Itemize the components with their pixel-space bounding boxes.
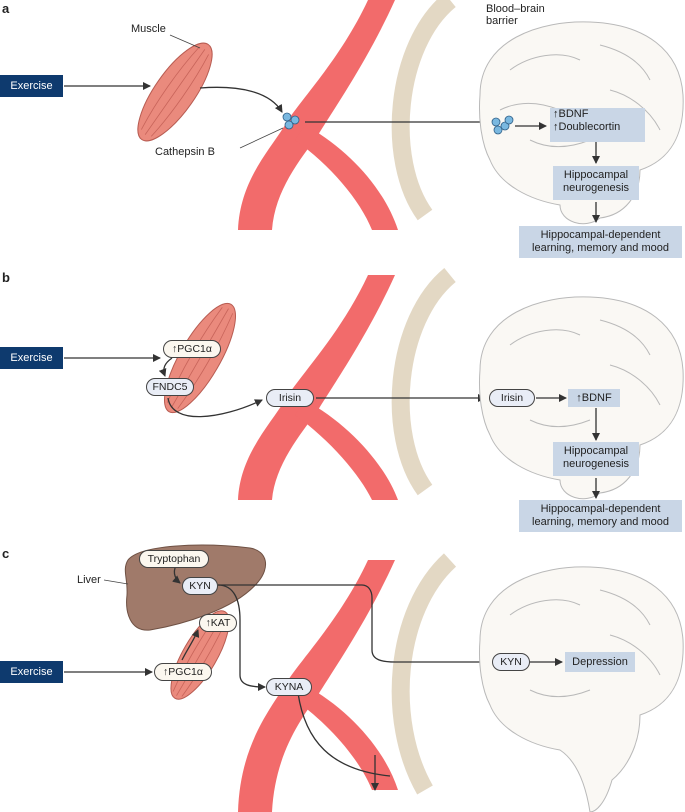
blood-vessel-a — [238, 0, 395, 230]
panel-label-c: c — [2, 546, 10, 561]
kyna-pill: KYNA — [266, 678, 312, 696]
blood-brain-barrier-c — [391, 553, 457, 795]
cathepsin-label: Cathepsin B — [155, 146, 215, 158]
brain-c — [479, 566, 684, 812]
kyn-pill-liver: KYN — [182, 577, 218, 595]
neurogenesis-line-1: Hippocampal — [563, 445, 629, 457]
outcome-line-2: learning, memory and mood — [532, 516, 669, 528]
blood-vessel-c — [238, 560, 395, 812]
blood-vessel-branch-c — [295, 685, 398, 790]
blood-brain-barrier-a — [391, 0, 457, 221]
outcome-box-b: Hippocampal-dependent learning, memory a… — [519, 500, 682, 532]
blood-brain-barrier-b — [391, 268, 457, 496]
irisin-pill-blood: Irisin — [266, 389, 314, 407]
outcome-line-1: Hippocampal-dependent — [540, 229, 661, 241]
panel-label-a: a — [2, 1, 10, 16]
pgc1a-pill-b: ↑PGC1α — [163, 340, 221, 358]
exercise-label-a: Exercise — [0, 75, 63, 97]
pgc1a-pill-c: ↑PGC1α — [154, 663, 212, 681]
bdnf-line: ↑BDNF — [553, 108, 589, 120]
neurogenesis-box-a: Hippocampal neurogenesis — [553, 166, 639, 200]
bdnf-box-b: ↑BDNF — [568, 389, 620, 407]
muscle-a — [137, 42, 213, 142]
muscle-label: Muscle — [131, 23, 166, 35]
blood-vessel-b — [238, 275, 395, 500]
kat-pill: ↑KAT — [199, 614, 237, 632]
blood-vessel-branch-b — [295, 400, 398, 500]
depression-box: Depression — [565, 652, 635, 672]
tryptophan-pill: Tryptophan — [139, 550, 209, 568]
cathepsin-dots-brain — [491, 115, 514, 135]
outcome-line-1: Hippocampal-dependent — [540, 503, 661, 515]
irisin-pill-brain: Irisin — [489, 389, 535, 407]
panel-label-b: b — [2, 270, 10, 285]
outcome-box-a: Hippocampal-dependent learning, memory a… — [519, 226, 682, 258]
exercise-label-c: Exercise — [0, 661, 63, 683]
muscle-b — [163, 302, 237, 414]
fndc5-pill: FNDC5 — [146, 378, 194, 396]
cathepsin-dots-blood — [282, 112, 300, 130]
bbb-label: Blood–brain barrier — [486, 3, 545, 27]
blood-vessel-branch-a — [295, 125, 398, 230]
neurogenesis-line-2: neurogenesis — [562, 458, 630, 470]
bdnf-box-a: ↑BDNF ↑Doublecortin — [550, 108, 645, 142]
doublecortin-line: ↑Doublecortin — [553, 121, 621, 133]
neurogenesis-box-b: Hippocampal neurogenesis — [553, 442, 639, 476]
liver-label: Liver — [77, 574, 101, 586]
outcome-line-2: learning, memory and mood — [532, 242, 669, 254]
neurogenesis-line-2: neurogenesis — [562, 182, 630, 194]
kyn-pill-brain: KYN — [492, 653, 530, 671]
neurogenesis-line-1: Hippocampal — [563, 169, 629, 181]
exercise-label-b: Exercise — [0, 347, 63, 369]
